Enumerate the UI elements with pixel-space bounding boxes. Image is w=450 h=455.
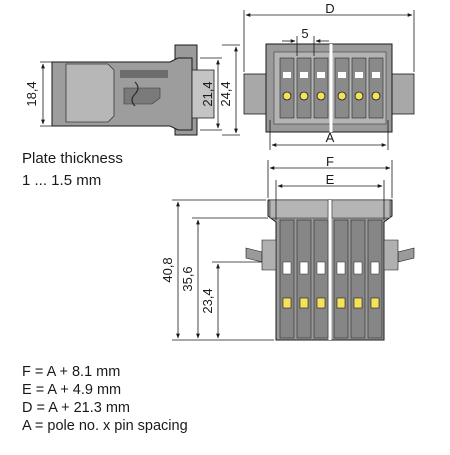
dim-front-mid: 35,6 xyxy=(180,266,195,291)
plate-thickness-range: 1 ... 1.5 mm xyxy=(22,172,102,189)
dim-front-total: 40,8 xyxy=(160,257,175,282)
front-pole-columns xyxy=(279,219,383,339)
dim-d-top: D xyxy=(325,1,334,16)
top-left-flange xyxy=(243,73,267,115)
dim-side-total: 24,4 xyxy=(218,81,233,106)
top-right-flange xyxy=(391,73,415,115)
dim-pitch: 5 xyxy=(301,26,308,41)
formula-a: A = pole no. x pin spacing xyxy=(22,418,188,434)
side-tip xyxy=(191,69,215,119)
dim-f: F xyxy=(326,154,334,169)
side-view: 18,4 21,4 24,4 xyxy=(24,44,240,136)
dim-a: A xyxy=(326,130,335,145)
formula-f: F = A + 8.1 mm xyxy=(22,364,121,380)
dim-side-outer: 18,4 xyxy=(24,81,39,106)
top-view: D 5 A xyxy=(243,1,415,150)
plate-thickness-label: Plate thickness xyxy=(22,150,123,167)
side-latch xyxy=(123,87,161,105)
side-inner-panel xyxy=(65,63,115,123)
side-spring xyxy=(131,81,139,107)
top-pole-cells xyxy=(279,57,384,119)
formula-e: E = A + 4.9 mm xyxy=(22,382,122,398)
dim-front-low: 23,4 xyxy=(200,288,215,313)
side-latch-strip xyxy=(120,70,168,78)
dim-side-inner: 21,4 xyxy=(200,81,215,106)
front-view: F E 40,8 35,6 23,4 xyxy=(160,154,415,341)
formula-d: D = A + 21.3 mm xyxy=(22,400,130,416)
dim-e: E xyxy=(326,172,335,187)
